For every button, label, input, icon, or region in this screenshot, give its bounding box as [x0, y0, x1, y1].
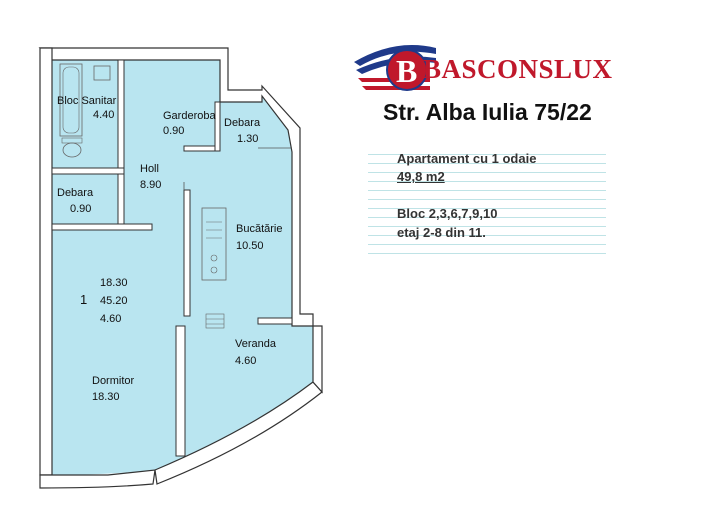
logo-badge-icon	[386, 49, 428, 91]
steps-icon	[205, 313, 225, 329]
garderoba-label: Garderoba	[163, 110, 216, 122]
dormitor-label: Dormitor	[92, 375, 135, 387]
wall-debara-right	[117, 173, 125, 225]
apartment-type: Apartament cu 1 odaie	[397, 151, 537, 166]
sink-icon	[93, 65, 111, 81]
bucatarie-label: Bucătărie	[236, 223, 282, 235]
wall-garderoba-side	[214, 101, 221, 152]
holl-label: Holl	[140, 163, 159, 175]
stove-burner-icon	[210, 254, 218, 262]
debara-kitchen-area: 1.30	[237, 133, 258, 145]
holl-area: 8.90	[140, 179, 161, 191]
outer-wall-bottom	[39, 469, 156, 489]
wall-hall-bottom	[51, 223, 153, 231]
bathtub-inner-icon	[62, 66, 80, 134]
veranda-area: 4.60	[235, 355, 256, 367]
veranda-label: Veranda	[235, 338, 277, 350]
bloc-sanitar-area: 4.40	[93, 109, 114, 121]
blocks: Bloc 2,3,6,7,9,10	[397, 206, 498, 221]
info-panel	[368, 146, 606, 262]
total-area: 49,8 m2	[397, 169, 445, 184]
debara-left-area: 0.90	[70, 203, 91, 215]
address-title: Str. Alba Iulia 75/22	[383, 99, 592, 125]
wall-kitchen-left-lower	[175, 325, 186, 457]
brand-logo: B	[354, 45, 436, 91]
bucatarie-area: 10.50	[236, 240, 264, 252]
wall-sanitar-bottom	[51, 167, 125, 175]
logo-swoosh-icon	[354, 45, 436, 66]
brand-name: BASCONSLUX	[423, 54, 613, 84]
bloc-sanitar-label: Bloc Sanitar	[57, 95, 117, 107]
summary-balcony: 4.60	[100, 313, 121, 325]
apartment-floor	[52, 60, 313, 475]
kitchen-counter-icon	[201, 207, 227, 281]
summary-total: 45.20	[100, 295, 128, 307]
bathtub-icon	[59, 63, 83, 137]
wall-veranda-divider	[257, 317, 293, 325]
veranda-wall	[312, 325, 323, 394]
wall-sanitar-right	[117, 59, 125, 169]
summary-room-count: 1	[80, 292, 87, 307]
logo-initial: B	[396, 53, 417, 89]
debara-kitchen-label: Debara	[224, 117, 261, 129]
outer-wall-left	[39, 47, 53, 476]
wall-kitchen-left	[183, 189, 191, 317]
outer-wall	[38, 47, 314, 327]
garderoba-area: 0.90	[163, 125, 184, 137]
dormitor-area: 18.30	[92, 391, 120, 403]
floors: etaj 2-8 din 11.	[397, 225, 486, 240]
stove-burner-icon	[210, 266, 218, 274]
debara-left-label: Debara	[57, 187, 94, 199]
toilet-tank-icon	[61, 137, 83, 144]
summary-living: 18.30	[100, 277, 128, 289]
